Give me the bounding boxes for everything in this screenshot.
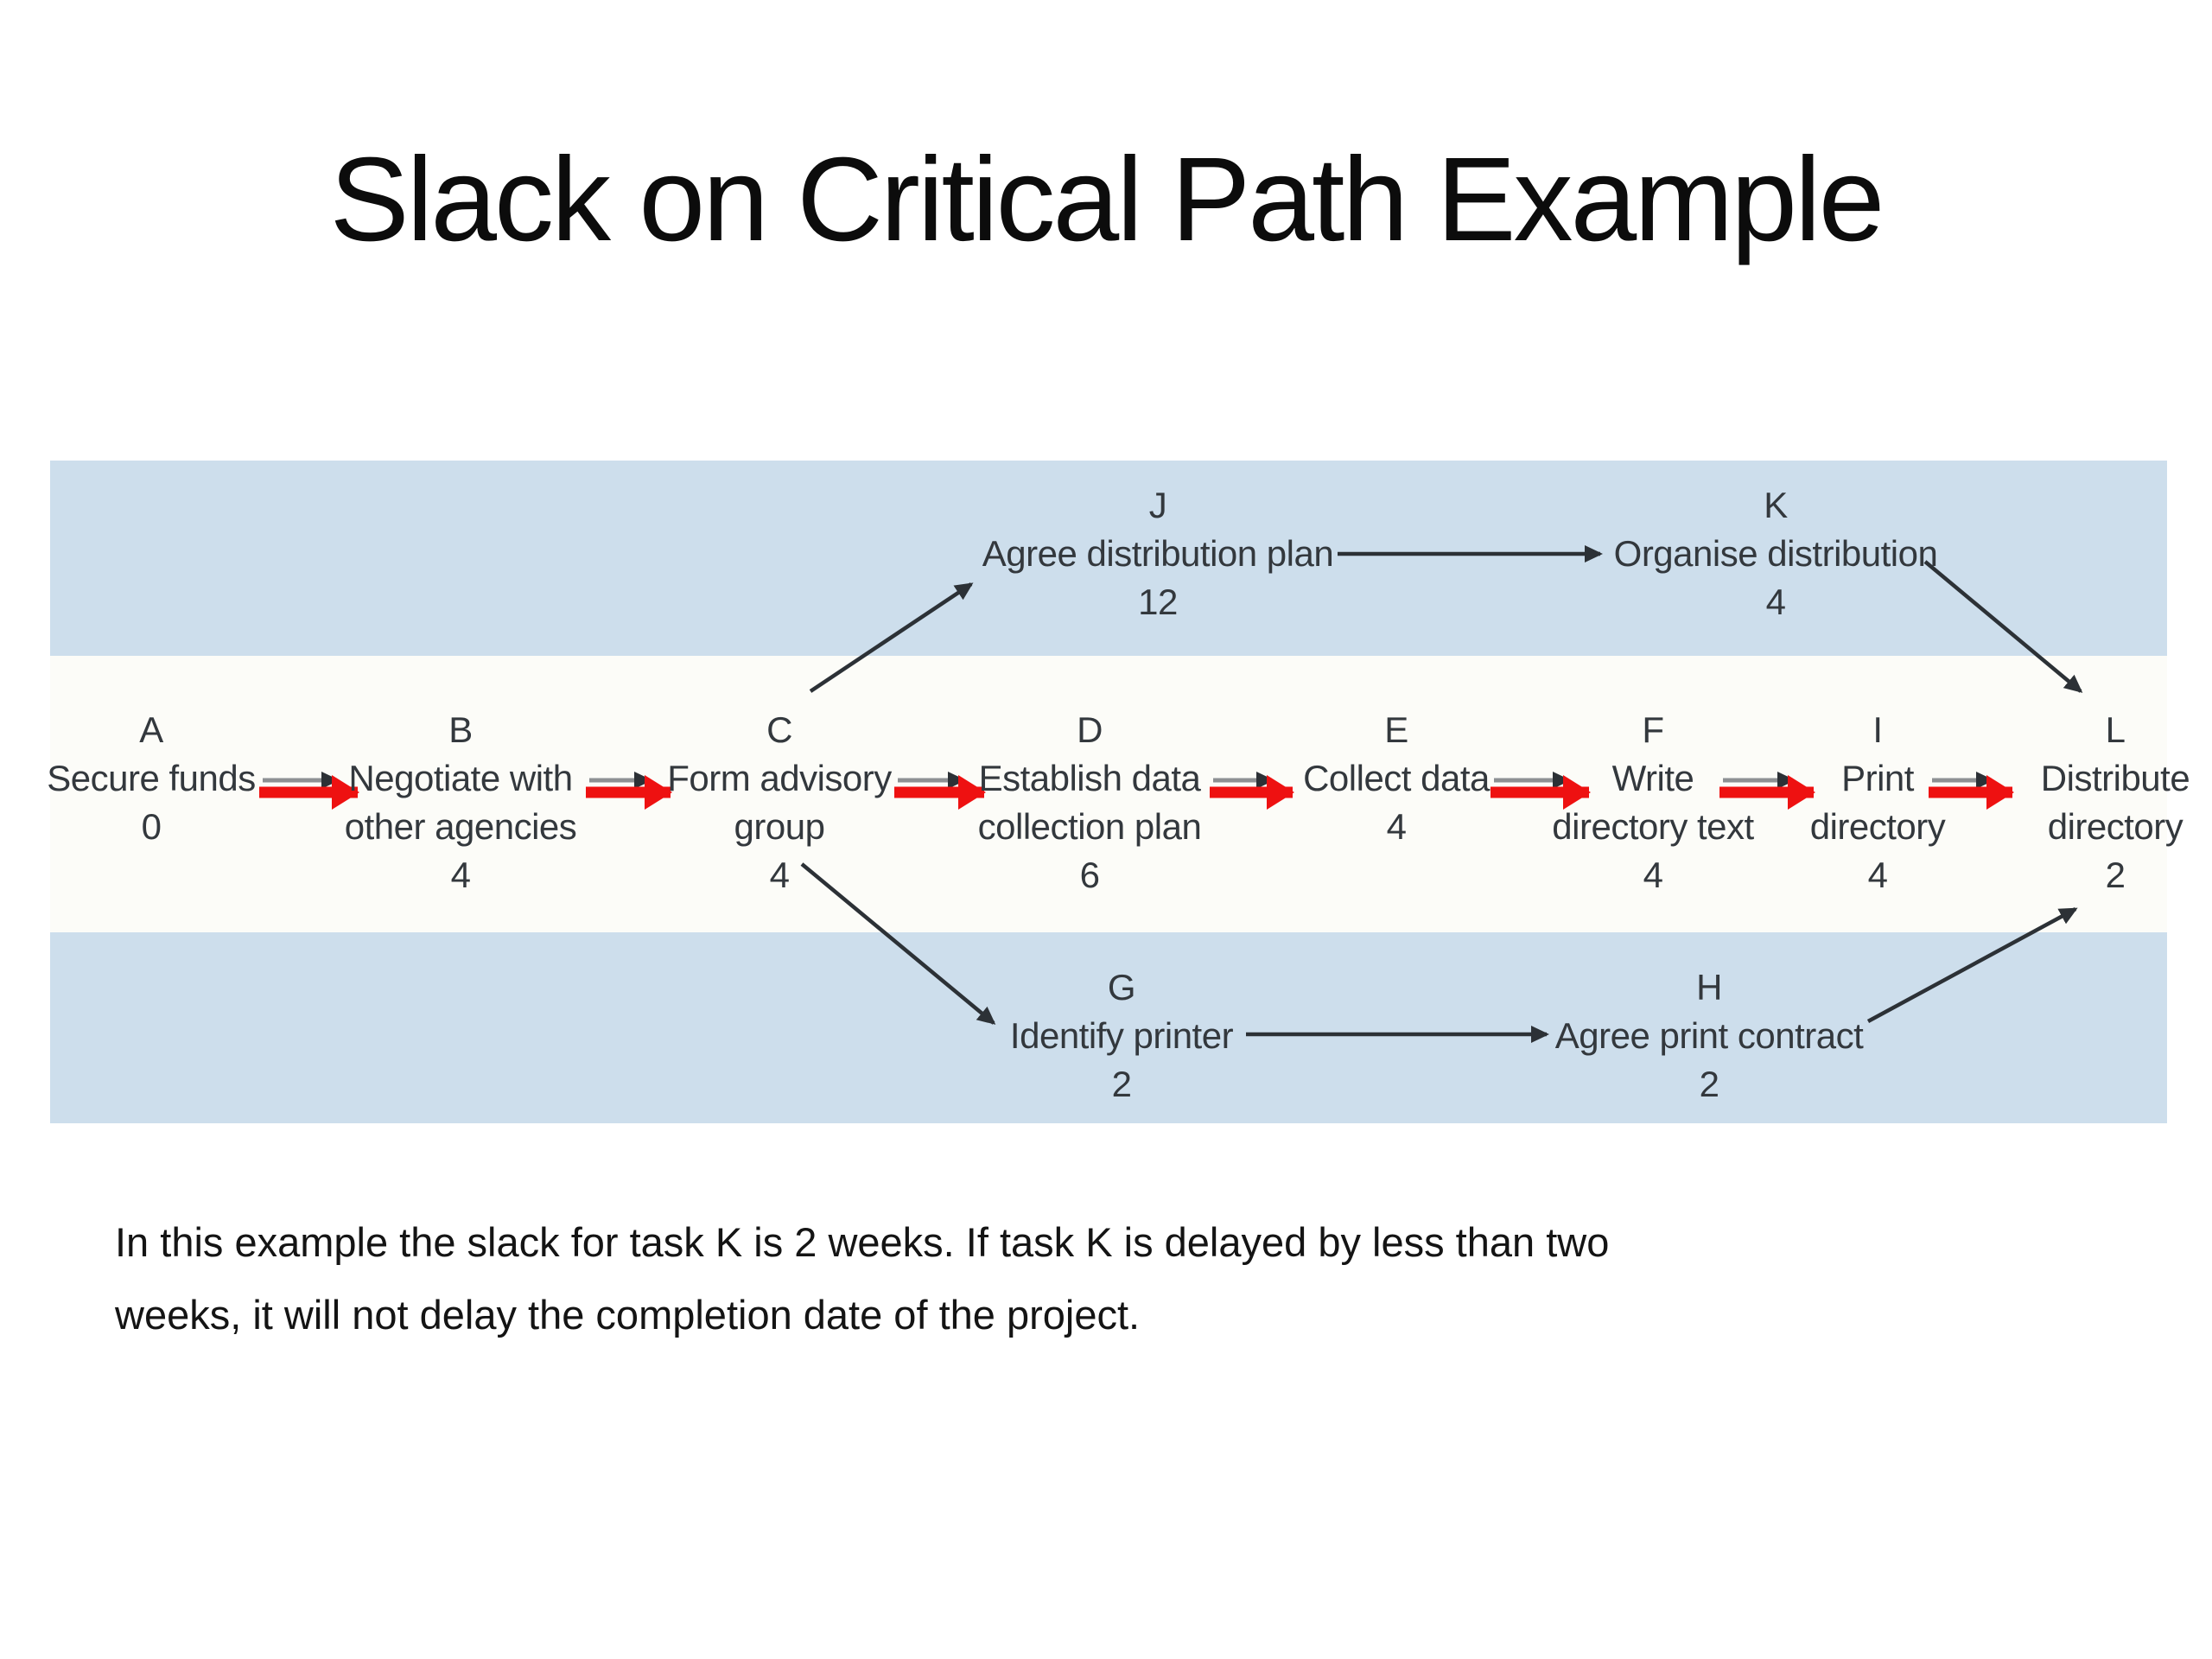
task-duration: 4 [1386, 806, 1407, 847]
task-node-D: D Establish data collection plan 6 [978, 706, 1202, 899]
task-label: other agencies [344, 806, 577, 847]
task-node-C: C Form advisory group 4 [667, 706, 892, 899]
task-duration: 2 [1699, 1064, 1719, 1104]
task-letter: G [1107, 967, 1136, 1007]
task-duration: 6 [1079, 855, 1100, 895]
task-node-B: B Negotiate with other agencies 4 [345, 706, 577, 899]
task-label: Collect data [1303, 758, 1490, 798]
task-node-K: K Organise distribution 4 [1614, 481, 1938, 626]
task-label: directory text [1552, 806, 1754, 847]
task-node-H: H Agree print contract 2 [1555, 963, 1864, 1109]
task-label: Identify printer [1009, 1015, 1234, 1056]
task-letter: D [1077, 709, 1103, 750]
band-bottom [50, 932, 2167, 1123]
task-label: Write [1611, 758, 1694, 798]
task-label: Negotiate with [348, 758, 573, 798]
task-letter: A [139, 709, 163, 750]
task-letter: C [766, 709, 792, 750]
task-label: Agree distribution plan [982, 533, 1334, 574]
task-node-A: A Secure funds 0 [47, 706, 256, 851]
task-duration: 12 [1138, 582, 1178, 622]
task-label: directory [1809, 806, 1946, 847]
task-label: Secure funds [47, 758, 256, 798]
task-duration: 0 [141, 806, 162, 847]
task-label: Organise distribution [1613, 533, 1938, 574]
caption-line-1: In this example the slack for task K is … [115, 1219, 1610, 1265]
task-letter: F [1642, 709, 1664, 750]
task-node-L: L Distribute directory 2 [2041, 706, 2190, 899]
task-node-J: J Agree distribution plan 12 [982, 481, 1334, 626]
task-letter: B [448, 709, 473, 750]
caption-line-2: weeks, it will not delay the completion … [115, 1292, 1141, 1338]
task-letter: J [1148, 485, 1167, 525]
band-top [50, 461, 2167, 656]
task-duration: 4 [1643, 855, 1663, 895]
task-letter: K [1764, 485, 1788, 525]
task-letter: L [2105, 709, 2126, 750]
task-label: Print [1841, 758, 1914, 798]
task-node-F: F Write directory text 4 [1552, 706, 1754, 899]
task-label: Form advisory [667, 758, 892, 798]
task-duration: 4 [1765, 582, 1786, 622]
task-node-E: E Collect data 4 [1303, 706, 1490, 851]
task-letter: I [1872, 709, 1883, 750]
task-label: group [734, 806, 825, 847]
task-label: directory [2047, 806, 2183, 847]
task-node-I: I Print directory 4 [1810, 706, 1946, 899]
task-label: Distribute [2040, 758, 2190, 798]
task-duration: 2 [2105, 855, 2126, 895]
caption-text: In this example the slack for task K is … [115, 1206, 1636, 1351]
task-node-G: G Identify printer 2 [1009, 963, 1234, 1109]
task-letter: E [1384, 709, 1408, 750]
task-duration: 4 [1867, 855, 1888, 895]
slide-title: Slack on Critical Path Example [329, 133, 1885, 266]
task-duration: 4 [769, 855, 790, 895]
task-letter: H [1696, 967, 1722, 1007]
task-label: collection plan [977, 806, 1202, 847]
task-label: Establish data [978, 758, 1201, 798]
task-duration: 2 [1111, 1064, 1132, 1104]
task-label: Agree print contract [1554, 1015, 1864, 1056]
task-duration: 4 [450, 855, 471, 895]
